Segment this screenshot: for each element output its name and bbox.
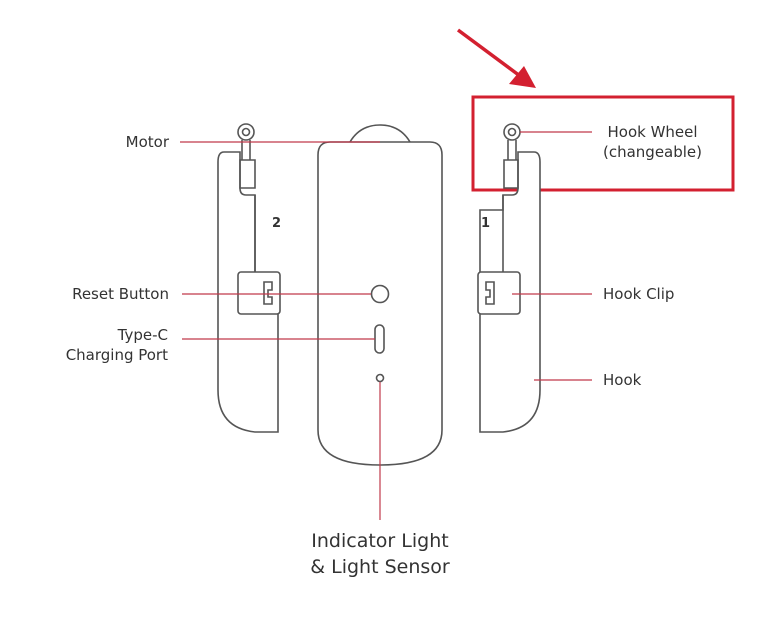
motor-wheel [237,123,255,160]
label-reset-button: Reset Button [72,285,169,303]
label-indicator-light: Indicator Light & Light Sensor [290,528,470,580]
right-hook [477,151,541,433]
leader-lines [180,131,592,520]
label-indicator-line1: Indicator Light [311,530,449,552]
highlight-arrow [456,28,536,88]
label-hook-wheel: Hook Wheel (changeable) [603,122,702,162]
label-indicator-line2: & Light Sensor [310,556,450,578]
label-motor: Motor [125,133,169,151]
label-type-c-line2: Charging Port [65,346,168,364]
reset-button-shape [370,284,390,304]
right-hook-number: 1 [481,216,490,231]
label-hook-wheel-line2: (changeable) [603,143,703,161]
indicator-light-shape [375,373,385,383]
label-type-c: Type-C Charging Port [48,325,168,365]
label-hook-clip: Hook Clip [603,285,675,303]
main-body [317,124,443,466]
label-hook-wheel-line1: Hook Wheel [607,123,698,141]
label-hook: Hook [603,371,642,389]
left-hook-number: 2 [272,216,281,231]
hook-wheel-highlight-box [471,95,735,192]
left-hook [217,151,281,433]
label-type-c-line1: Type-C [117,326,168,344]
